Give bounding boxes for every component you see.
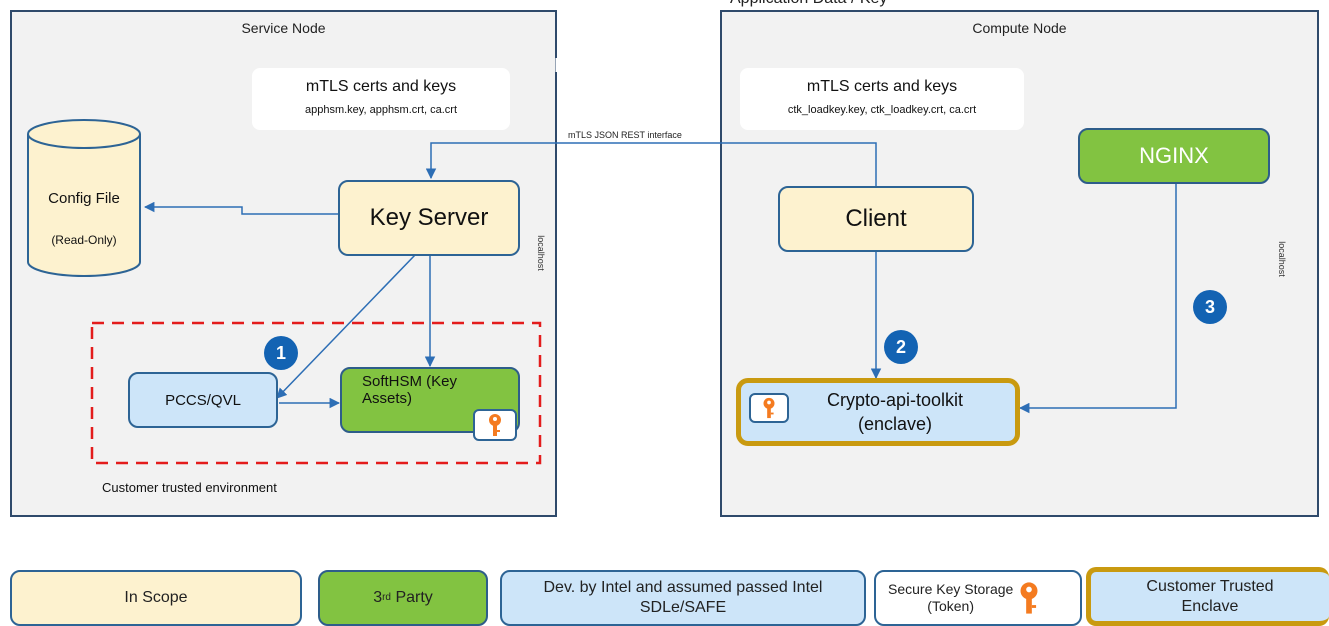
key-icon — [1020, 582, 1038, 614]
service-mtls-box: mTLS certs and keys apphsm.key, apphsm.c… — [252, 68, 510, 130]
legend-intel: Dev. by Intel and assumed passed Intel S… — [500, 570, 866, 626]
legend-enclave-line1: Customer Trusted — [1146, 577, 1274, 595]
step-badge-3: 3 — [1193, 290, 1227, 324]
nginx-box: NGINX — [1078, 128, 1270, 184]
config-file-sub: (Read-Only) — [51, 233, 117, 247]
key-server-box: Key Server — [338, 180, 520, 256]
softhsm-key-icon-box — [473, 409, 517, 441]
arrow-client-keyserver — [425, 142, 877, 186]
legend-third-party-text: Party — [391, 589, 433, 606]
legend-secure-line2: (Token) — [927, 598, 974, 614]
compute-mtls-title: mTLS certs and keys — [806, 78, 958, 95]
mtls-interface-label: mTLS JSON REST interface — [568, 130, 682, 140]
key-icon — [763, 397, 775, 419]
legend-in-scope: In Scope — [10, 570, 302, 626]
legend-secure-text: Secure Key Storage (Token) — [888, 581, 1013, 616]
step-badge-1: 1 — [264, 336, 298, 370]
compute-node-title: Compute Node — [972, 20, 1067, 36]
crypto-api-toolkit-box: Crypto-api-toolkit (enclave) — [736, 378, 1020, 446]
client-box: Client — [778, 186, 974, 252]
arrow-keyserver-config — [143, 201, 338, 215]
trusted-environment-label: Customer trusted environment — [102, 480, 277, 495]
config-file-label: Config File — [48, 190, 120, 207]
trusted-environment-border — [90, 321, 542, 465]
step-badge-2: 2 — [884, 330, 918, 364]
top-partial-header: Application Data / Key — [730, 0, 1010, 8]
compute-localhost-label: localhost — [1277, 241, 1287, 277]
compute-mtls-files: ctk_loadkey.key, ctk_loadkey.crt, ca.crt — [787, 104, 977, 116]
legend-customer-enclave: Customer Trusted Enclave — [1086, 567, 1329, 626]
service-localhost-label: localhost — [536, 235, 546, 271]
legend-third-party-num: 3 — [373, 589, 383, 606]
toolkit-label-line2: (enclave) — [857, 414, 933, 434]
compute-mtls-box: mTLS certs and keys ctk_loadkey.key, ctk… — [740, 68, 1024, 130]
arrow-keyserver-pccs — [276, 253, 417, 399]
pccs-qvl-box: PCCS/QVL — [128, 372, 278, 428]
legend-secure-line1: Secure Key Storage — [888, 580, 1014, 597]
toolkit-key-icon-box — [749, 393, 789, 423]
legend-enclave-line2: Enclave — [1181, 597, 1239, 615]
key-icon — [489, 414, 501, 436]
legend-intel-line2: SDLe/SAFE — [639, 599, 727, 616]
service-mtls-files: apphsm.key, apphsm.crt, ca.crt — [304, 104, 458, 116]
legend-secure-storage: Secure Key Storage (Token) — [874, 570, 1082, 626]
arrow-nginx-toolkit — [1018, 184, 1177, 414]
legend-third-party-sup: rd — [382, 591, 391, 603]
softhsm-label: SoftHSM (Key Assets) — [362, 373, 458, 408]
softhsm-box: SoftHSM (Key Assets) — [340, 367, 520, 433]
toolkit-label-line1: Crypto-api-toolkit — [826, 390, 964, 410]
legend-intel-line1: Dev. by Intel and assumed passed Intel — [543, 579, 823, 596]
config-file-cylinder — [27, 119, 141, 277]
service-mtls-title: mTLS certs and keys — [305, 78, 457, 95]
service-node-title: Service Node — [241, 20, 326, 36]
